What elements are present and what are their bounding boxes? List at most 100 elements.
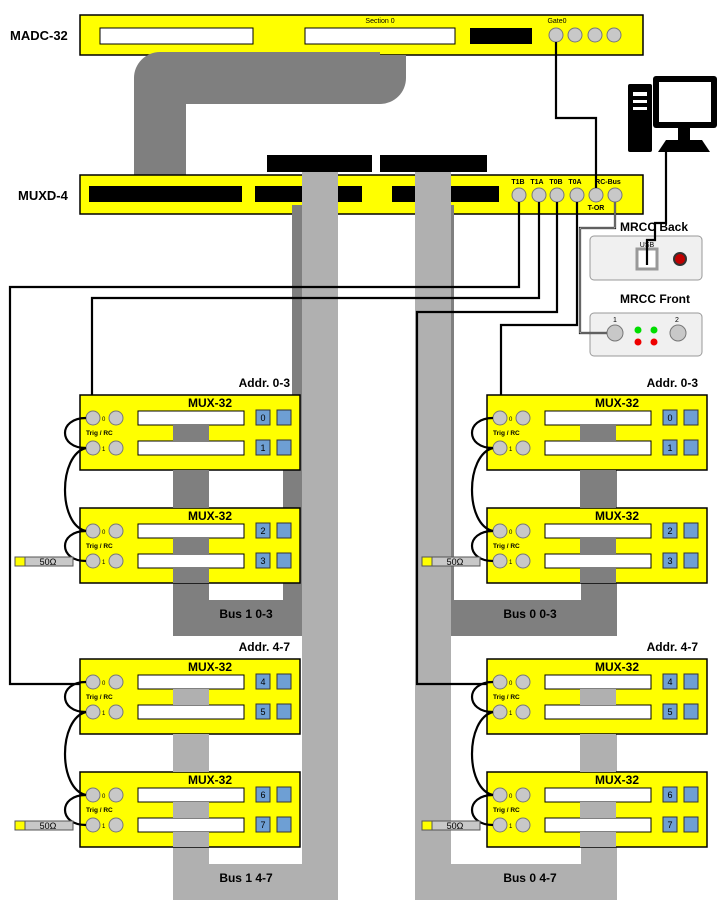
mux-card-title: MUX-32 xyxy=(595,773,639,787)
address-range-label: Addr. 4-7 xyxy=(239,640,291,654)
trig-rc-label: Trig / RC xyxy=(86,807,113,814)
muxd-top-connector-left xyxy=(267,155,372,172)
terminator-label: 50Ω xyxy=(447,821,464,831)
trig-rc-label: Trig / RC xyxy=(86,430,113,437)
bus-ribbon-segment xyxy=(580,734,616,772)
address-number: 3 xyxy=(667,556,672,566)
madc-muxd-ribbon-cable xyxy=(134,52,406,175)
channel-1-label: 1 xyxy=(102,824,106,830)
address-number: 6 xyxy=(667,790,672,800)
channel-0-label: 0 xyxy=(102,530,106,536)
muxd-4-module: T1B T1A T0B T0A RC-Bus T-OR xyxy=(79,174,644,215)
address-number: 7 xyxy=(667,820,672,830)
mrcc-port-2-label: 2 xyxy=(675,317,679,324)
mux-card-title: MUX-32 xyxy=(595,396,639,410)
muxd-port-label: T0B xyxy=(549,179,562,186)
rc-bus-cable xyxy=(579,202,616,334)
muxd-port-label: RC-Bus xyxy=(595,179,621,186)
bus-ribbon-segment xyxy=(580,802,616,818)
address-number: 2 xyxy=(667,526,672,536)
muxd-port-label: T1B xyxy=(511,179,524,186)
mux-card-title: MUX-32 xyxy=(188,660,232,674)
channel-0-label: 0 xyxy=(509,530,513,536)
bus-ribbon-segment xyxy=(580,689,616,705)
address-number: 0 xyxy=(260,413,265,423)
muxd-module-name: MUXD-4 xyxy=(18,188,69,203)
address-number: 5 xyxy=(260,707,265,717)
channel-0-label: 0 xyxy=(102,417,106,423)
mrcc-front-panel xyxy=(589,312,703,357)
mux-card-title: MUX-32 xyxy=(188,509,232,523)
trigger-daisy-chain-cable xyxy=(63,680,87,827)
mux-card-title: MUX-32 xyxy=(188,396,232,410)
channel-1-label: 1 xyxy=(509,711,513,717)
madc-section-label: Section 0 xyxy=(365,18,394,25)
trigger-daisy-chain-cable xyxy=(470,416,494,563)
signal-cables xyxy=(8,42,668,686)
bus-ribbon-segment xyxy=(580,832,616,847)
muxd-port-label: T1A xyxy=(530,179,543,186)
bus-ribbon-segment xyxy=(173,425,209,441)
mux-card-title: MUX-32 xyxy=(595,660,639,674)
bus-label: Bus 1 0-3 xyxy=(219,607,273,621)
bus-ribbon-segment xyxy=(173,538,209,554)
address-number: 1 xyxy=(667,443,672,453)
channel-1-label: 1 xyxy=(509,824,513,830)
muxd-port-label: T0A xyxy=(568,179,581,186)
desktop-computer-icon xyxy=(628,76,717,152)
trigger-daisy-chain-cable xyxy=(63,416,87,563)
channel-0-label: 0 xyxy=(509,417,513,423)
bus-ribbon-segment xyxy=(173,689,209,705)
bus-ribbon-segment xyxy=(173,568,209,583)
channel-0-label: 0 xyxy=(509,681,513,687)
channel-1-label: 1 xyxy=(509,560,513,566)
address-number: 2 xyxy=(260,526,265,536)
channel-1-label: 1 xyxy=(509,447,513,453)
trig-rc-label: Trig / RC xyxy=(86,543,113,550)
address-number: 6 xyxy=(260,790,265,800)
bus-ribbon-segment xyxy=(580,568,616,583)
bus-ribbon-segment xyxy=(173,470,209,508)
terminator-50-ohm: 50Ω xyxy=(421,556,481,567)
channel-0-label: 0 xyxy=(509,794,513,800)
address-range-label: Addr. 0-3 xyxy=(647,376,699,390)
mrcc-front-label: MRCC Front xyxy=(620,292,690,306)
bus-ribbon-segment xyxy=(580,425,616,441)
channel-0-label: 0 xyxy=(102,794,106,800)
terminator-label: 50Ω xyxy=(40,557,57,567)
bus-label: Bus 1 4-7 xyxy=(219,871,273,885)
address-number: 5 xyxy=(667,707,672,717)
bus-ribbon-segment xyxy=(173,802,209,818)
address-number: 0 xyxy=(667,413,672,423)
terminator-label: 50Ω xyxy=(40,821,57,831)
channel-0-label: 0 xyxy=(102,681,106,687)
channel-1-label: 1 xyxy=(102,711,106,717)
bus-ribbon-segment xyxy=(580,470,616,508)
bus-label: Bus 0 4-7 xyxy=(503,871,557,885)
mux-card-title: MUX-32 xyxy=(188,773,232,787)
address-number: 4 xyxy=(260,677,265,687)
address-number: 7 xyxy=(260,820,265,830)
address-range-label: Addr. 0-3 xyxy=(239,376,291,390)
address-number: 1 xyxy=(260,443,265,453)
madc-gate-label: Gate0 xyxy=(547,18,566,25)
mrcc-port-1-label: 1 xyxy=(613,317,617,324)
trig-rc-label: Trig / RC xyxy=(493,694,520,701)
madc-module-name: MADC-32 xyxy=(10,28,68,43)
terminator-50-ohm: 50Ω xyxy=(14,820,74,831)
trig-rc-label: Trig / RC xyxy=(493,430,520,437)
bus-ribbon-segment xyxy=(173,734,209,772)
mux-32-card: MUX-32 0 1 Trig / RC 0 1 xyxy=(486,394,708,471)
muxd-top-connector-right xyxy=(380,155,487,172)
mux-card-title: MUX-32 xyxy=(595,509,639,523)
address-range-label: Addr. 4-7 xyxy=(647,640,699,654)
